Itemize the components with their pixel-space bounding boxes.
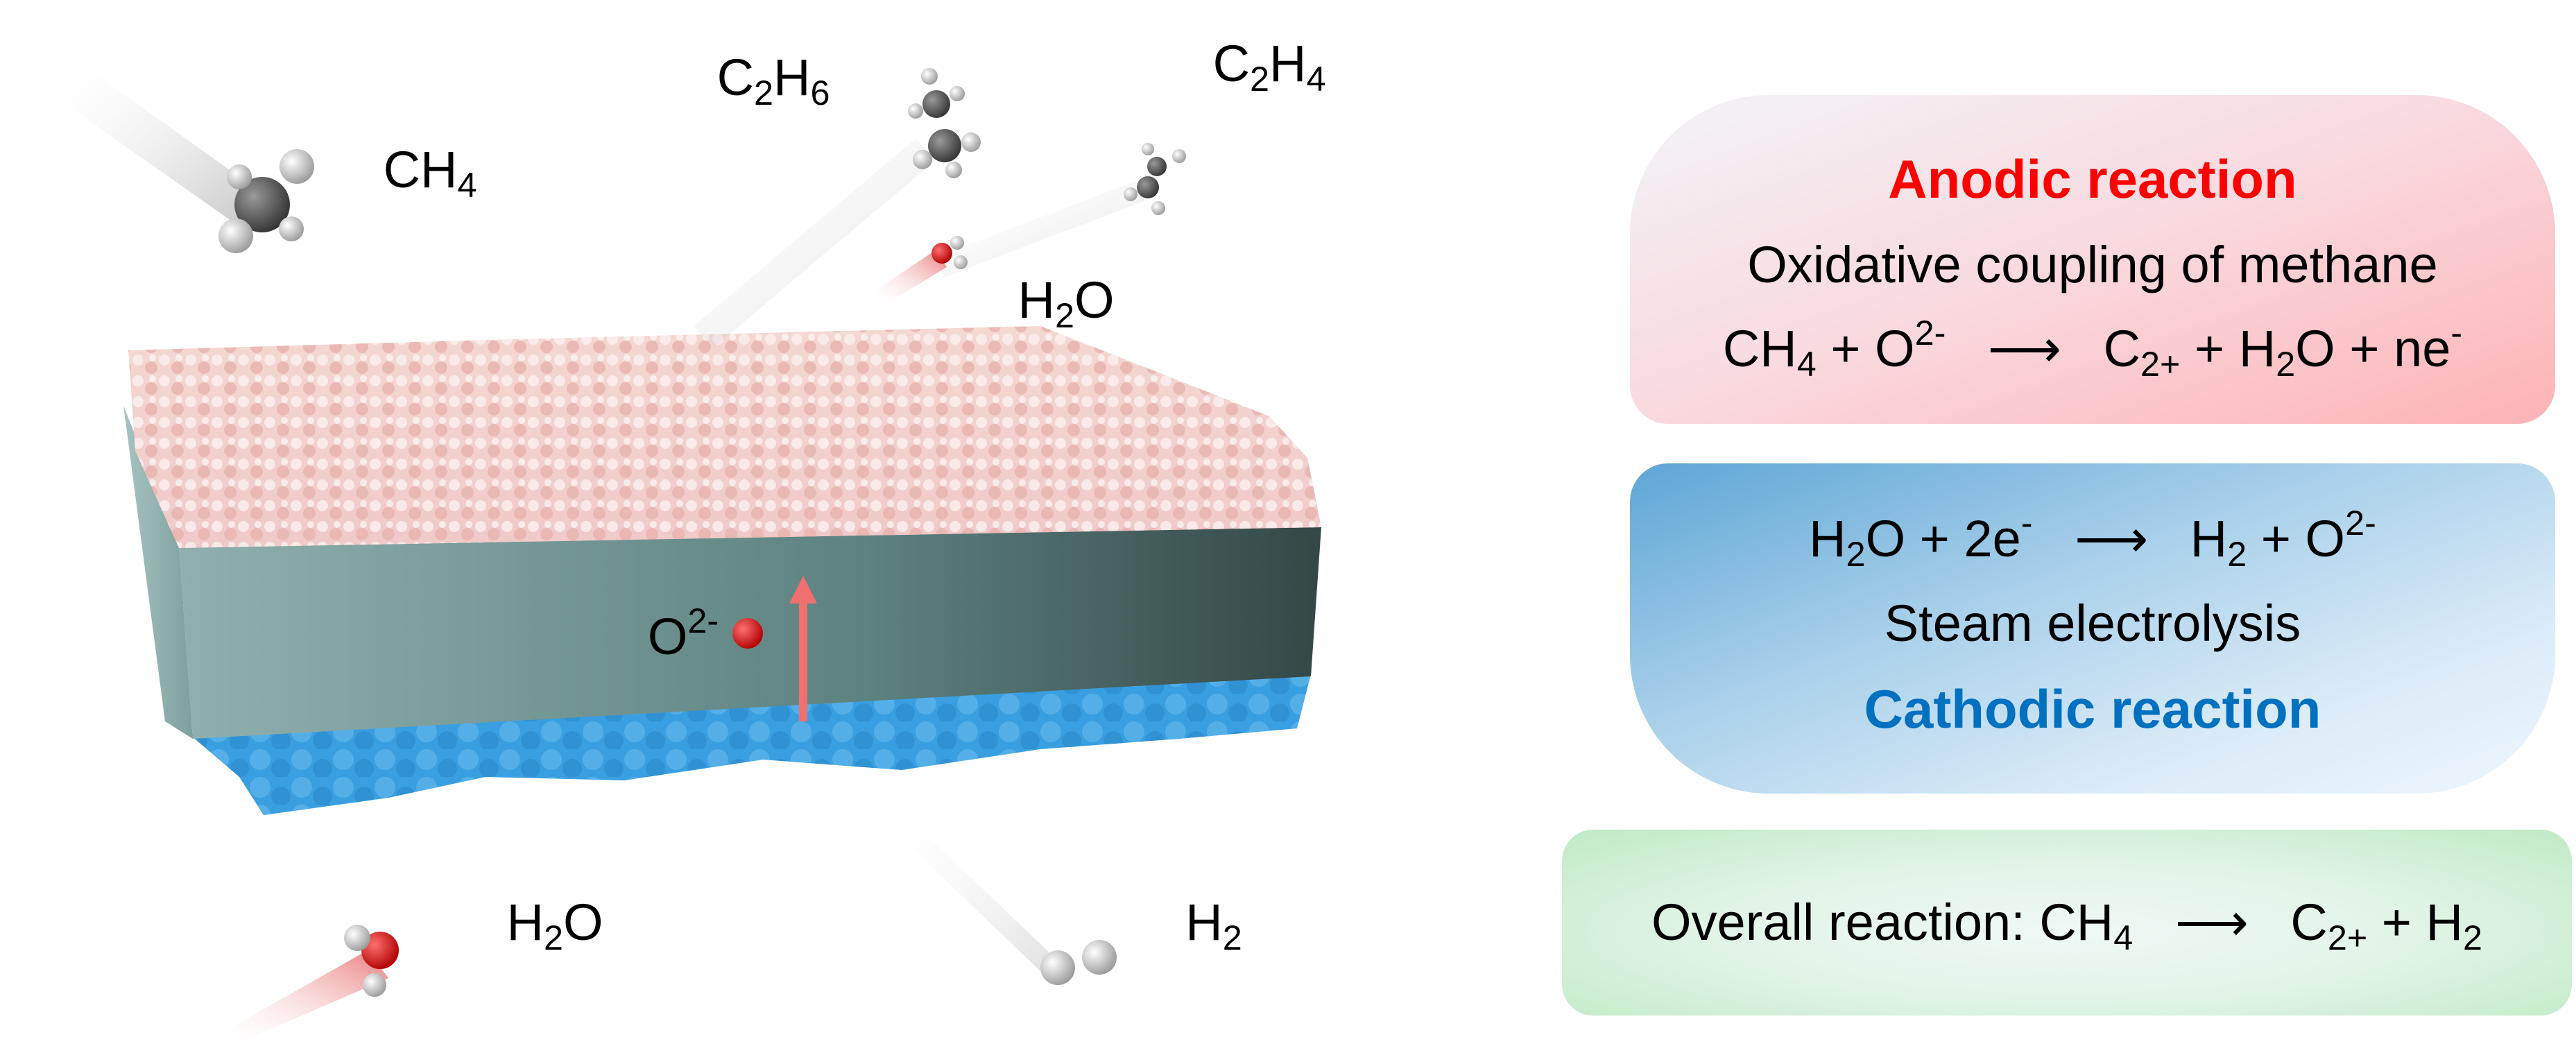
- anodic-title: Anodic reaction: [1888, 148, 2297, 209]
- label-h2o-anode: H2O: [1017, 271, 1115, 336]
- electrolyte-side-face: [123, 406, 193, 739]
- label-c2h6: C2H6: [716, 49, 830, 113]
- anodic-equation: CH4 + O2- ⟶ C2+ + H2O + ne-: [1722, 312, 2463, 384]
- arrow-head-icon: [789, 576, 817, 604]
- label-oxide-ion: O2-: [647, 600, 719, 665]
- ethane-molecule-icon: [694, 68, 981, 347]
- methane-molecule-icon: [55, 55, 314, 253]
- cathode-layer: [191, 674, 1311, 815]
- cathodic-title: Cathodic reaction: [1864, 678, 2321, 739]
- reaction-arrow-icon: ⟶: [2174, 893, 2249, 951]
- overall-equation: Overall reaction: CH4 ⟶ C2+ + H2: [1651, 893, 2482, 958]
- water-molecule-icon: [208, 925, 399, 1044]
- anodic-subtitle: Oxidative coupling of methane: [1747, 236, 2438, 293]
- oxide-ion-icon: [732, 618, 763, 649]
- hydrogen-molecule-icon: [881, 805, 1117, 985]
- label-ch4: CH4: [383, 141, 477, 205]
- anodic-reaction-panel: Anodic reaction Oxidative coupling of me…: [1630, 95, 2555, 424]
- label-h2: H2: [1185, 893, 1242, 958]
- reaction-arrow-icon: ⟶: [2075, 510, 2149, 567]
- sofc-illustration: [55, 55, 1321, 1044]
- label-c2h4: C2H4: [1212, 35, 1326, 99]
- anode-porous-layer: [128, 326, 1321, 548]
- overall-reaction-panel: Overall reaction: CH4 ⟶ C2+ + H2: [1562, 830, 2572, 1016]
- label-h2o-cathode: H2O: [506, 893, 603, 958]
- water-molecule-icon: [874, 236, 968, 305]
- cathodic-subtitle: Steam electrolysis: [1884, 594, 2301, 652]
- ethylene-molecule-icon: [936, 143, 1186, 277]
- reaction-arrow-icon: ⟶: [1987, 319, 2062, 377]
- cathodic-equation: H2O + 2e- ⟶ H2 + O2-: [1809, 502, 2376, 574]
- cathodic-reaction-panel: H2O + 2e- ⟶ H2 + O2- Steam electrolysis …: [1630, 463, 2555, 794]
